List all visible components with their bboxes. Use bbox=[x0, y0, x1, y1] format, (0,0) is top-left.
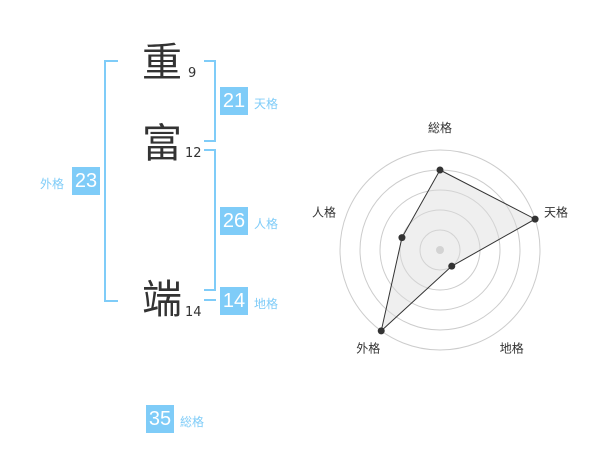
radar-point bbox=[436, 166, 444, 174]
radar-axis-label: 外格 bbox=[356, 341, 380, 356]
radar-point bbox=[448, 262, 456, 270]
radar-center-dot bbox=[436, 246, 444, 254]
stroke-count-1: 9 bbox=[188, 66, 197, 81]
gaikaku-bracket bbox=[104, 60, 118, 302]
radar-point bbox=[398, 234, 406, 242]
radar-axis-label: 天格 bbox=[544, 204, 568, 219]
tenkaku-label: 天格 bbox=[254, 97, 279, 111]
tenkaku-bracket bbox=[204, 60, 216, 142]
radar-point bbox=[531, 215, 539, 223]
radar-area bbox=[380, 169, 537, 333]
tenkaku-score: 21 bbox=[220, 87, 248, 115]
chikaku-score: 14 bbox=[220, 287, 248, 315]
gaikaku-score: 23 bbox=[72, 167, 100, 195]
name-char-3: 端 bbox=[142, 277, 182, 323]
radar-axis-label: 地格 bbox=[500, 341, 524, 356]
stroke-count-2: 12 bbox=[185, 146, 202, 161]
jinkaku-label: 人格 bbox=[254, 217, 279, 231]
chikaku-label: 地格 bbox=[254, 297, 279, 311]
stroke-count-3: 14 bbox=[185, 305, 202, 320]
radar-point bbox=[377, 327, 385, 335]
name-char-1: 重 bbox=[142, 40, 182, 86]
jinkaku-bracket bbox=[204, 149, 216, 291]
name-char-2: 富 bbox=[142, 121, 182, 167]
radar-axis-label: 総格 bbox=[428, 120, 452, 135]
soukaku-label: 総格 bbox=[180, 415, 205, 429]
radar-ring bbox=[379, 189, 501, 311]
radar-ring bbox=[419, 229, 461, 271]
jinkaku-score: 26 bbox=[220, 207, 248, 235]
gaikaku-label: 外格 bbox=[40, 177, 65, 191]
radar-axis-label: 人格 bbox=[312, 204, 336, 219]
radar-ring bbox=[339, 149, 541, 351]
chikaku-bracket bbox=[204, 299, 216, 301]
soukaku-score: 35 bbox=[146, 405, 174, 433]
